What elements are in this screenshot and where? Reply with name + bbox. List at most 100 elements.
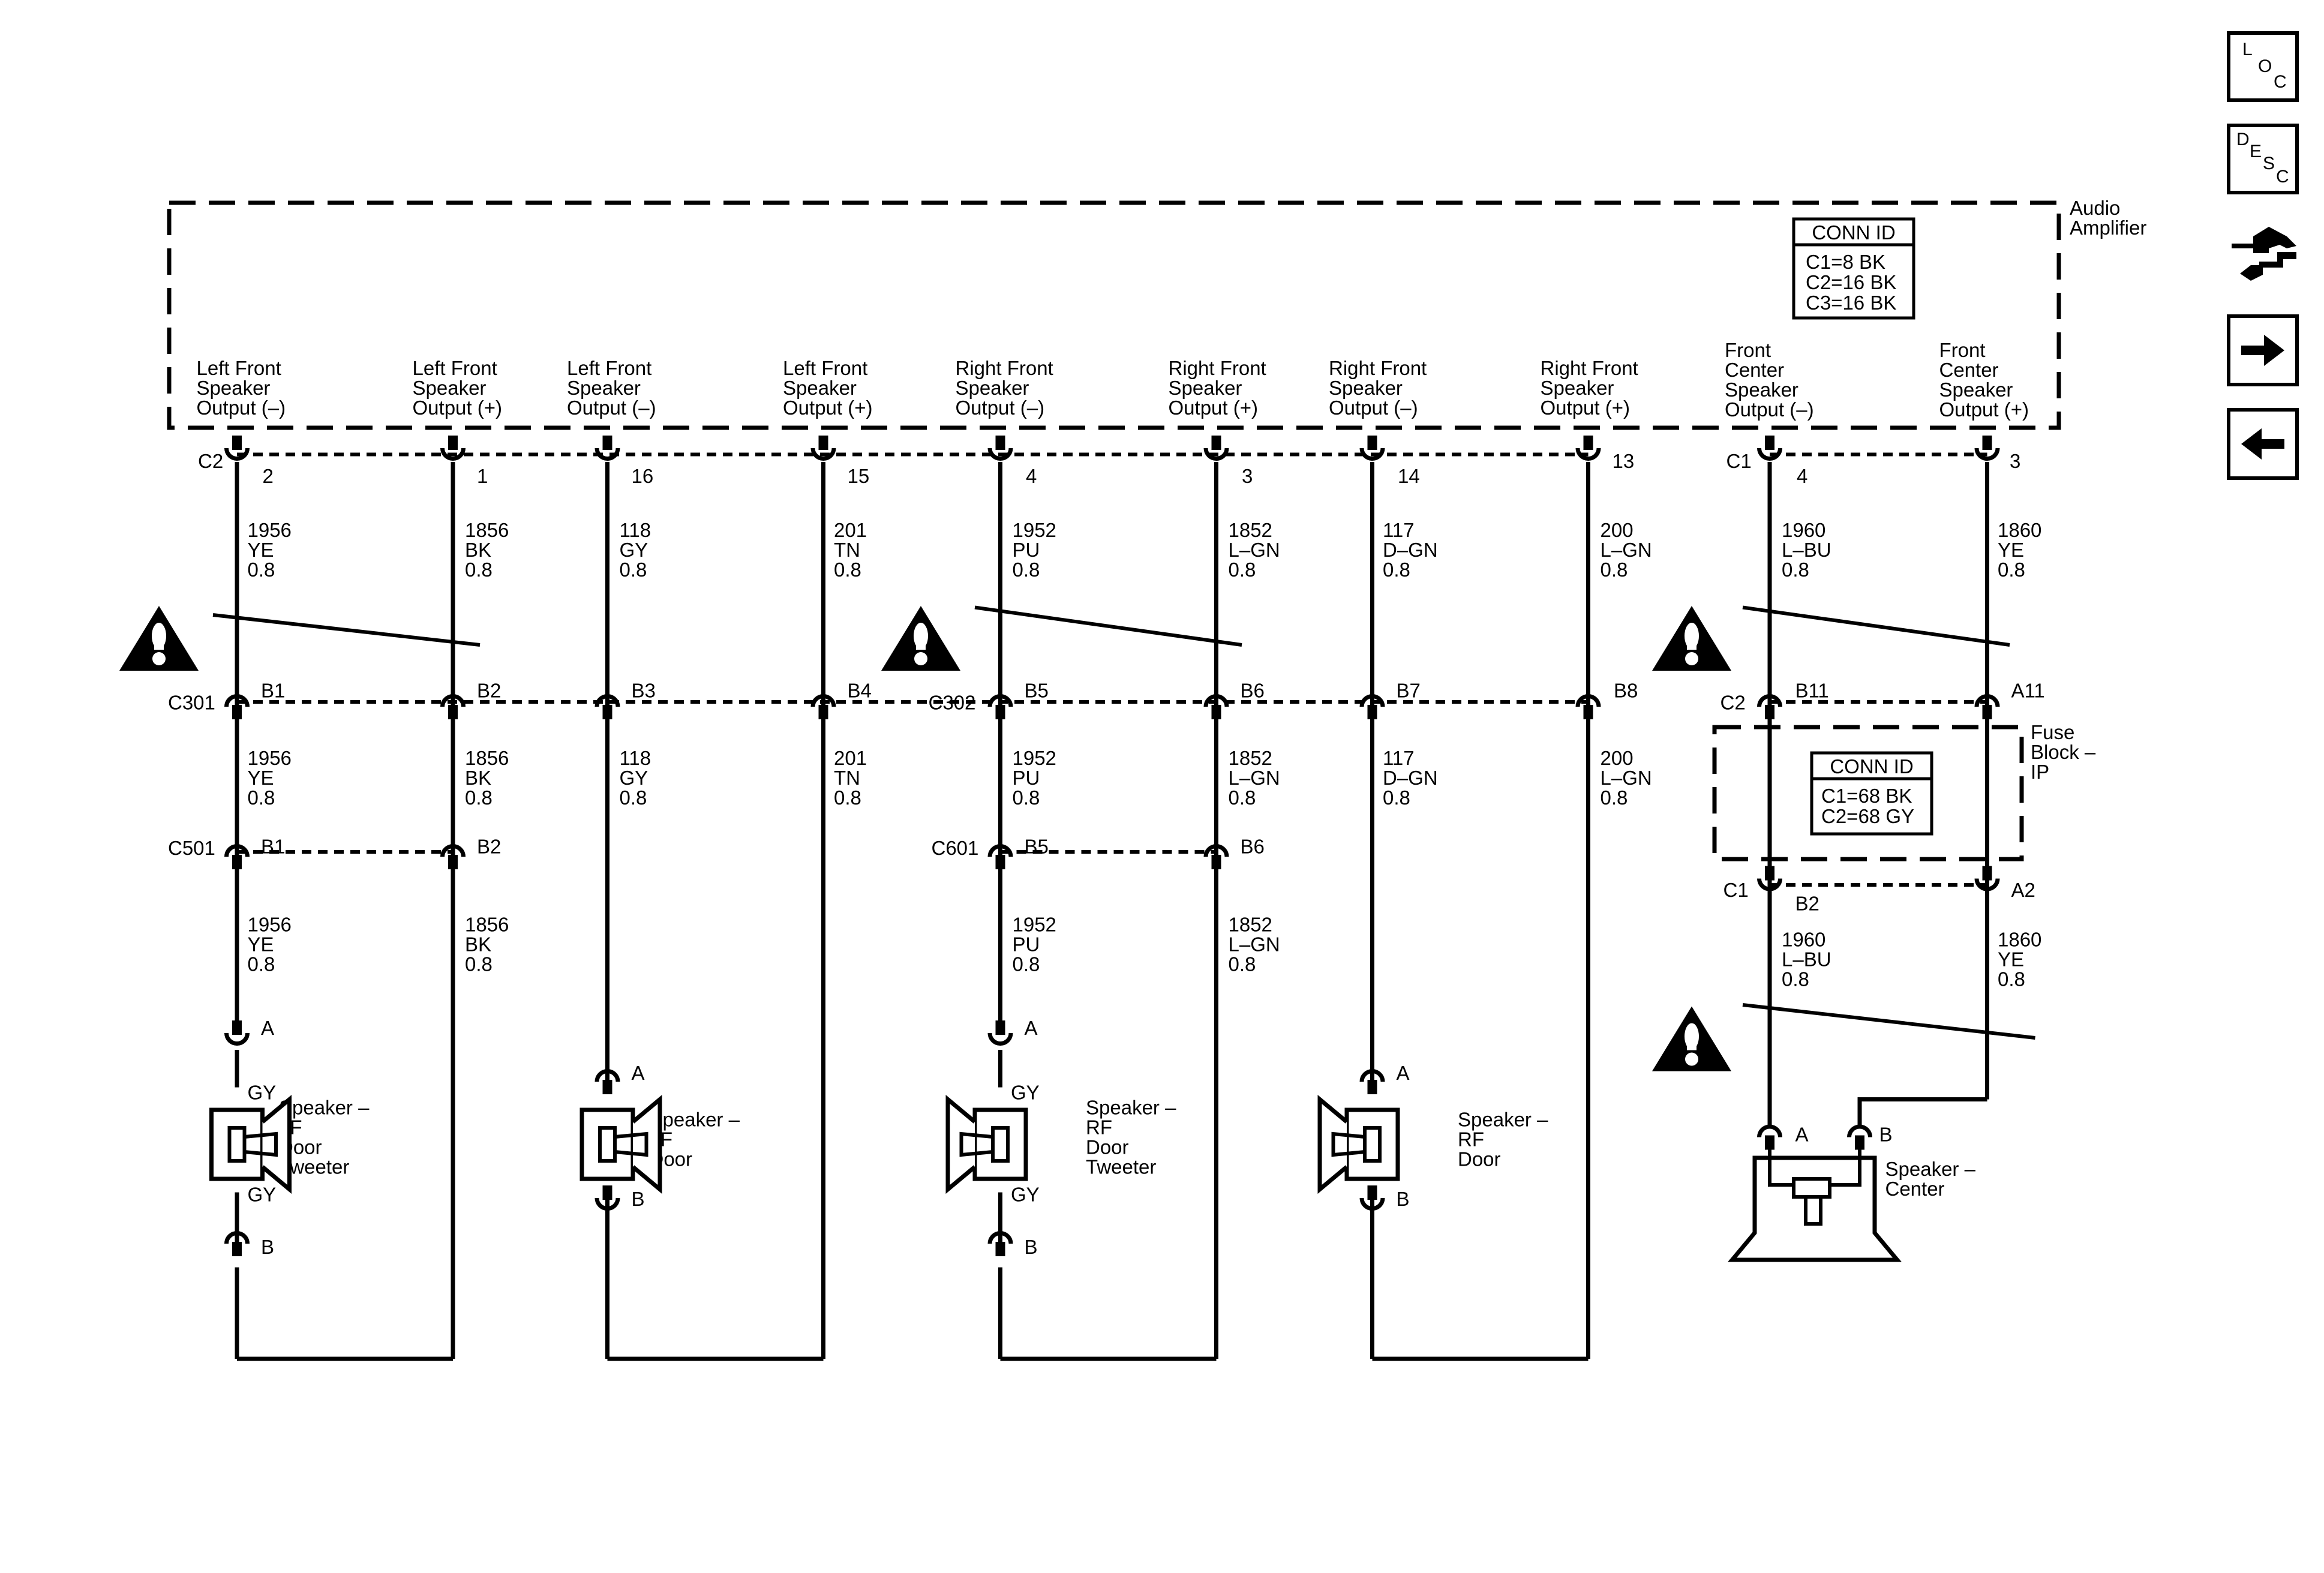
wire-label: L–GN (1601, 767, 1652, 789)
speaker[interactable] (1317, 1095, 1400, 1194)
warning-icon[interactable] (881, 606, 960, 671)
wire-label: PU (1013, 767, 1040, 789)
speakers (209, 1095, 1902, 1262)
connector-pin[interactable] (594, 1185, 620, 1211)
pin-number: B2 (477, 680, 501, 702)
connector-pin[interactable] (1203, 436, 1229, 461)
wire-label: L–GN (1229, 933, 1280, 956)
connector-pin[interactable] (440, 436, 466, 461)
pin-number: 2 (263, 465, 274, 487)
connector-pin[interactable] (987, 436, 1013, 461)
connector-pin[interactable] (224, 844, 250, 870)
speaker-label: Door (1458, 1148, 1501, 1170)
connector-pin[interactable] (1359, 436, 1385, 461)
wire-label: PU (1013, 539, 1040, 561)
wire-label: 1856 (465, 519, 509, 541)
arrow-right-icon[interactable] (2227, 314, 2299, 386)
connector-pin[interactable] (987, 844, 1013, 870)
connector-pin[interactable] (1974, 866, 2000, 891)
amplifier-conn-id: CONN ID C1=8 BK C2=16 BK C3=16 BK (1792, 217, 1915, 320)
svg-text:C1=8 BK: C1=8 BK (1806, 251, 1885, 273)
desc-button[interactable]: D E S C (2227, 124, 2299, 194)
arrow-left-icon[interactable] (2227, 408, 2299, 480)
speaker-label: Tweeter (1086, 1156, 1156, 1178)
wire-break-line (1742, 605, 2010, 647)
connector-pin[interactable] (594, 694, 620, 720)
loc-button[interactable]: L O C (2227, 31, 2299, 102)
connector-pin[interactable] (224, 1020, 250, 1046)
connector-pin[interactable] (1359, 1185, 1385, 1211)
warning-icon[interactable] (119, 606, 199, 671)
speaker-label: Speaker – (650, 1109, 740, 1131)
wire-label: 0.8 (1601, 559, 1628, 581)
pin-number: 3 (1242, 465, 1253, 487)
connector-pin[interactable] (440, 844, 466, 870)
wire-label: 201 (834, 519, 867, 541)
connector-pin[interactable] (987, 1020, 1013, 1046)
pin-number: B1 (261, 836, 285, 858)
connector-pin[interactable] (987, 1231, 1013, 1257)
amplifier-output-label: Speaker (197, 377, 271, 399)
connector-name: C1 (1727, 450, 1752, 472)
connector-view-icon[interactable] (2227, 215, 2299, 287)
amplifier-output-label: Output (–) (1725, 398, 1814, 421)
wire-label: 0.8 (1998, 968, 2025, 990)
connector-pin[interactable] (1974, 694, 2000, 720)
connector-pin[interactable] (440, 694, 466, 720)
wire-label: BK (465, 933, 491, 956)
connector-pin[interactable] (1359, 694, 1385, 720)
connector-pin[interactable] (987, 694, 1013, 720)
speaker-label: Speaker – (279, 1097, 370, 1119)
connector-pin[interactable] (1203, 844, 1229, 870)
speaker[interactable] (945, 1095, 1028, 1194)
wire-label: GY (620, 767, 648, 789)
connector-pin[interactable] (1575, 436, 1601, 461)
warning-icon[interactable] (1652, 1006, 1731, 1071)
wire-label: 0.8 (248, 559, 275, 581)
wire-label: D–GN (1383, 539, 1438, 561)
audio-amplifier-box[interactable] (167, 200, 2061, 430)
wire-label: 118 (620, 747, 651, 769)
wire-color-label: GY (1011, 1184, 1040, 1206)
wire-label: L–BU (1782, 948, 1831, 971)
connector-pin[interactable] (594, 436, 620, 461)
fuse-block-box[interactable] (1712, 725, 2024, 861)
connector-name: C2 (198, 450, 223, 472)
wire-label: 0.8 (620, 559, 647, 581)
amplifier-output-label: Output (–) (1329, 397, 1418, 419)
center-speaker[interactable] (1728, 1143, 1902, 1262)
connector-pin[interactable] (224, 694, 250, 720)
wire-label: 117 (1383, 519, 1415, 541)
connector-pin[interactable] (1974, 436, 2000, 461)
amplifier-output-label: Output (+) (413, 397, 502, 419)
wire-label: 0.8 (1383, 559, 1410, 581)
speaker[interactable] (209, 1095, 292, 1194)
wire-label: 0.8 (1013, 786, 1040, 809)
connector-pin[interactable] (1757, 866, 1782, 891)
connector-pin[interactable] (1757, 436, 1782, 461)
center-speaker-b-wire (1857, 1097, 1987, 1128)
wire-label: 1852 (1229, 519, 1272, 541)
connector-name: C301 (168, 692, 215, 714)
pin-number: 13 (1613, 450, 1635, 472)
wire-label: 0.8 (248, 953, 275, 975)
warning-icon[interactable] (1652, 606, 1731, 671)
connector-pin[interactable] (1757, 694, 1782, 720)
connector-pin[interactable] (1359, 1069, 1385, 1095)
connector-pin[interactable] (594, 1069, 620, 1095)
pin-number: 3 (2010, 450, 2020, 472)
connector-pin[interactable] (1575, 694, 1601, 720)
connector-pin[interactable] (810, 694, 836, 720)
pin-number: 4 (1026, 465, 1037, 487)
connector-pin[interactable] (224, 1231, 250, 1257)
speaker[interactable] (580, 1095, 662, 1194)
connector-name: C501 (168, 837, 215, 859)
connector-pin[interactable] (810, 436, 836, 461)
wire-label: L–GN (1229, 767, 1280, 789)
connector-pin[interactable] (224, 436, 250, 461)
connector-pin[interactable] (1203, 694, 1229, 720)
wire-runs (235, 462, 1989, 1361)
pin-number: B1 (261, 680, 285, 702)
wire-label: 200 (1601, 747, 1634, 769)
